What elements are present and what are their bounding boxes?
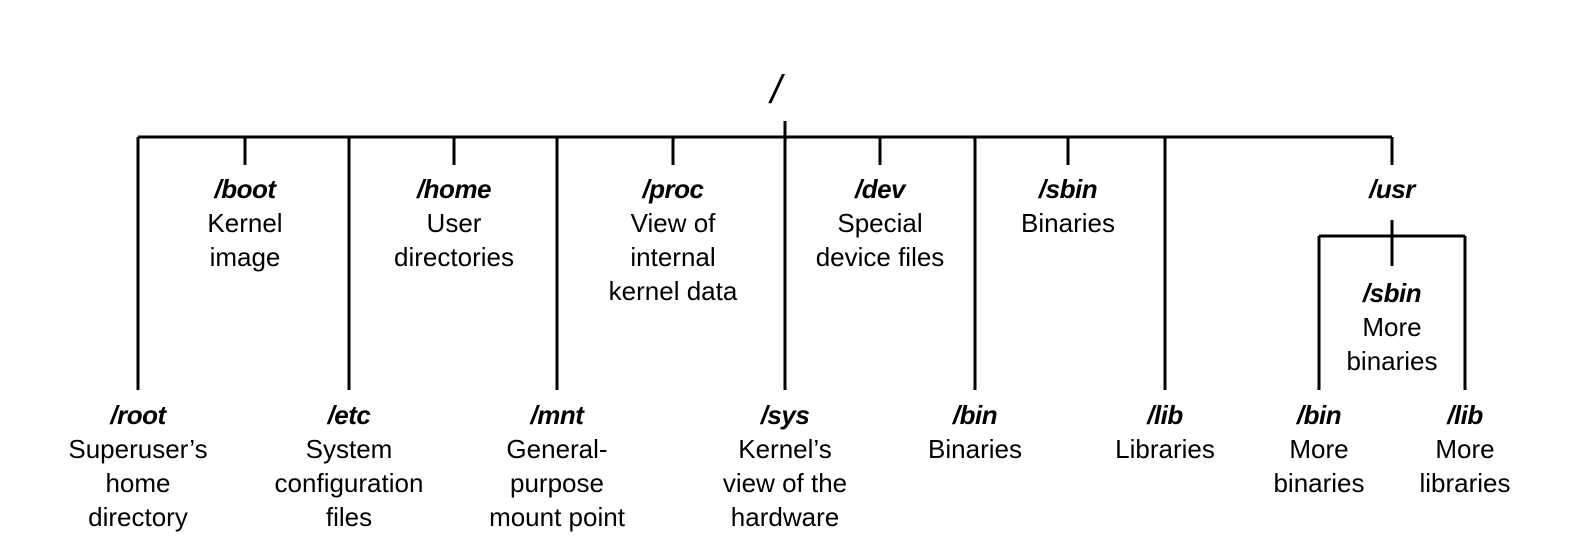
description-line: General- xyxy=(506,434,608,464)
directory-name: /mnt xyxy=(530,400,584,430)
directory-name: /lib xyxy=(1147,400,1183,430)
directory-name: /root xyxy=(110,400,166,430)
directory-description: Libraries xyxy=(1115,432,1215,466)
description-line: configuration xyxy=(274,468,424,498)
directory-description: Kernel’s view of the hardware xyxy=(723,432,847,534)
description-line: image xyxy=(209,242,281,272)
directory-description: Special device files xyxy=(816,206,945,274)
description-line: Libraries xyxy=(1115,434,1215,464)
description-line: Special xyxy=(837,208,923,238)
directory-name: /usr xyxy=(1369,174,1415,204)
description-line: internal xyxy=(630,242,716,272)
description-line: kernel data xyxy=(608,276,738,306)
directory-name: /sbin xyxy=(1038,174,1098,204)
directory-description: System configuration files xyxy=(275,432,424,534)
directory-description: Binaries xyxy=(1021,206,1115,240)
description-line: Kernel xyxy=(207,208,283,238)
description-line: Superuser’s xyxy=(68,434,208,464)
description-line: binaries xyxy=(1346,346,1438,376)
node-usr: /usr xyxy=(1369,172,1415,206)
description-line: files xyxy=(325,502,373,532)
directory-name: /home xyxy=(416,174,492,204)
directory-name: /boot xyxy=(214,174,276,204)
description-line: More xyxy=(1435,434,1495,464)
description-line: binaries xyxy=(1273,468,1365,498)
directory-description: View of internal kernel data xyxy=(609,206,738,308)
directory-name: /etc xyxy=(327,400,371,430)
directory-name: /lib xyxy=(1447,400,1483,430)
description-line: device files xyxy=(815,242,945,272)
directory-description: Binaries xyxy=(928,432,1022,466)
description-line: More xyxy=(1289,434,1349,464)
description-line: Binaries xyxy=(1021,208,1115,238)
directory-description: More binaries xyxy=(1346,310,1437,378)
directory-description: User directories xyxy=(394,206,514,274)
description-line: hardware xyxy=(730,502,840,532)
description-line: libraries xyxy=(1419,468,1511,498)
root-directory-label: / xyxy=(770,68,782,112)
description-line: purpose xyxy=(510,468,604,498)
description-line: directory xyxy=(88,502,188,532)
description-line: directories xyxy=(394,242,514,272)
description-line: More xyxy=(1362,312,1422,342)
directory-name: /dev xyxy=(854,174,906,204)
description-line: View of xyxy=(630,208,716,238)
description-line: Binaries xyxy=(928,434,1022,464)
directory-name: /sbin xyxy=(1362,278,1422,308)
directory-description: Superuser’s home directory xyxy=(68,432,207,534)
directory-description: General-purpose mount point xyxy=(489,432,625,534)
description-line: home xyxy=(105,468,171,498)
directory-name: /bin xyxy=(952,400,998,430)
description-line: User xyxy=(426,208,482,238)
directory-name: /sys xyxy=(760,400,810,430)
directory-description: More binaries xyxy=(1273,432,1364,500)
description-line: mount point xyxy=(489,502,625,532)
description-line: view of the xyxy=(722,468,848,498)
directory-description: More libraries xyxy=(1419,432,1510,500)
description-line: System xyxy=(305,434,393,464)
directory-name: /bin xyxy=(1296,400,1342,430)
directory-description: Kernel image xyxy=(207,206,282,274)
directory-name: /proc xyxy=(642,174,704,204)
description-line: Kernel’s xyxy=(738,434,832,464)
